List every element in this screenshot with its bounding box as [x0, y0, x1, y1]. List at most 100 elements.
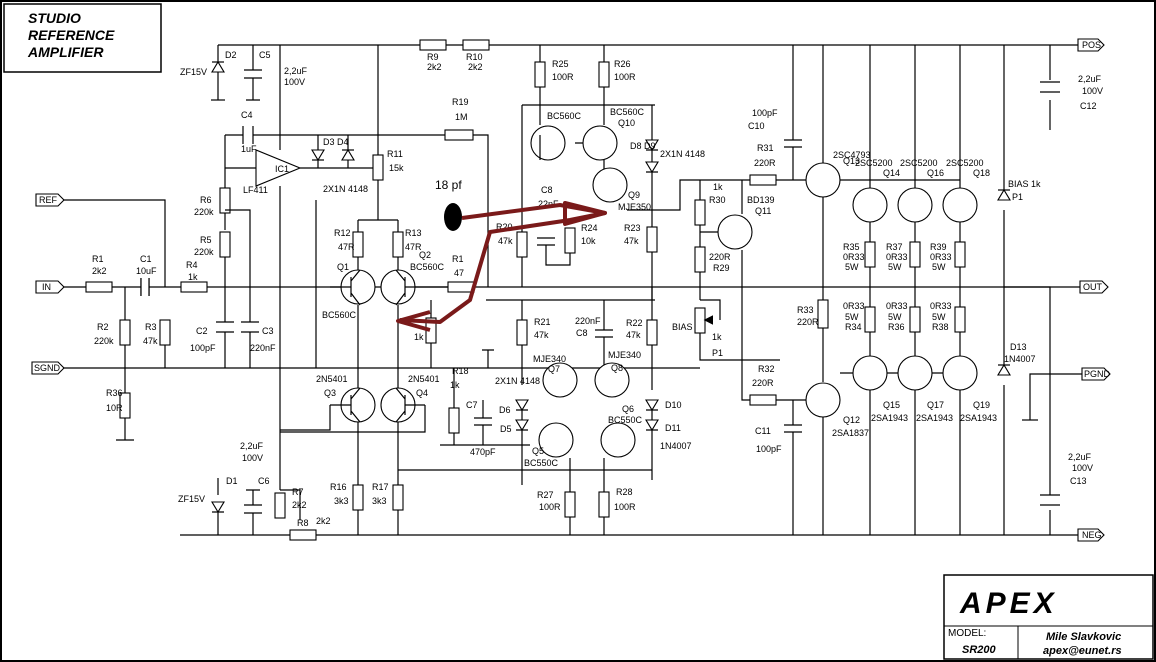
resistor-r8 [289, 529, 317, 541]
svg-text:BC560C: BC560C [410, 262, 445, 272]
svg-text:R4: R4 [186, 260, 198, 270]
author-email: apex@eunet.rs [1043, 645, 1122, 657]
svg-text:Q5: Q5 [532, 446, 544, 456]
svg-text:1k: 1k [713, 182, 723, 192]
resistor-r22 [646, 319, 658, 346]
resistor-r36 [909, 306, 921, 333]
svg-text:1k: 1k [450, 380, 460, 390]
resistor-r32 [749, 394, 777, 406]
resistor-r7 [274, 492, 286, 519]
svg-text:R27: R27 [537, 490, 554, 500]
resistor-r9 [419, 39, 447, 51]
svg-text:5W: 5W [845, 312, 859, 322]
svg-text:C10: C10 [748, 121, 765, 131]
svg-text:C1: C1 [140, 254, 152, 264]
svg-text:2SC5200: 2SC5200 [900, 158, 938, 168]
svg-text:2X1N 4148: 2X1N 4148 [495, 376, 540, 386]
resistor-r33 [817, 299, 829, 329]
resistor-r10 [462, 39, 490, 51]
resistor-r26 [598, 61, 610, 88]
diode-d5 [515, 419, 529, 432]
svg-text:R25: R25 [552, 59, 569, 69]
transistor-q16 [897, 187, 933, 223]
svg-text:2,2uF: 2,2uF [240, 441, 264, 451]
resistor-r1 [85, 281, 113, 293]
svg-text:R36: R36 [106, 388, 123, 398]
svg-text:D8 D9: D8 D9 [630, 141, 656, 151]
svg-text:47k: 47k [626, 330, 641, 340]
svg-text:2SC4793: 2SC4793 [833, 150, 871, 160]
resistor-r29 [694, 246, 706, 273]
resistor-r2 [119, 319, 131, 346]
svg-text:C8: C8 [576, 328, 588, 338]
title-box: STUDIO REFERENCE AMPLIFIER [3, 3, 162, 73]
resistor-r37 [909, 241, 921, 268]
svg-text:2N5401: 2N5401 [316, 374, 348, 384]
svg-text:C12: C12 [1080, 101, 1097, 111]
svg-text:R24: R24 [581, 223, 598, 233]
port-pgnd: PGND [1022, 367, 1111, 421]
svg-text:100pF: 100pF [190, 343, 216, 353]
svg-text:2X1N 4148: 2X1N 4148 [323, 184, 368, 194]
svg-text:100pF: 100pF [756, 444, 782, 454]
capacitor-c4 [242, 126, 254, 144]
resistor-r4 [180, 281, 208, 293]
svg-text:C4: C4 [241, 110, 253, 120]
svg-text:Q3: Q3 [324, 388, 336, 398]
capacitor-c6 [244, 504, 262, 514]
svg-text:R37: R37 [886, 242, 903, 252]
svg-text:C11: C11 [755, 426, 771, 436]
svg-text:0R33: 0R33 [843, 252, 865, 262]
annotation-text: 18 pf [435, 178, 462, 192]
svg-text:MJE340: MJE340 [608, 350, 641, 360]
svg-text:47R: 47R [338, 242, 355, 252]
power-rails [60, 44, 1080, 536]
svg-text:R8: R8 [297, 518, 309, 528]
resistor-r31 [749, 174, 777, 186]
resistor-r35 [864, 241, 876, 268]
svg-text:D11: D11 [665, 423, 681, 433]
resistor-r3 [159, 319, 171, 346]
svg-text:0R33: 0R33 [843, 301, 865, 311]
transistor-q7 [542, 362, 578, 398]
svg-text:2k2: 2k2 [92, 266, 107, 276]
svg-text:R6: R6 [200, 195, 212, 205]
svg-text:R2: R2 [97, 322, 109, 332]
capacitor-c3 [241, 321, 259, 333]
svg-text:R32: R32 [758, 364, 775, 374]
svg-text:5W: 5W [888, 312, 902, 322]
svg-text:R38: R38 [932, 322, 949, 332]
svg-text:15k: 15k [389, 163, 404, 173]
svg-text:470pF: 470pF [470, 447, 496, 457]
svg-text:220R: 220R [797, 317, 819, 327]
svg-text:3k3: 3k3 [372, 496, 387, 506]
svg-text:2SC5200: 2SC5200 [946, 158, 984, 168]
svg-text:220R: 220R [709, 252, 731, 262]
svg-text:47k: 47k [498, 236, 513, 246]
svg-text:2SA1943: 2SA1943 [916, 413, 953, 423]
svg-text:IN: IN [42, 282, 51, 292]
svg-text:2SA1943: 2SA1943 [871, 413, 908, 423]
transistor-q14 [852, 187, 888, 223]
svg-text:Q1: Q1 [337, 262, 349, 272]
svg-text:REF: REF [39, 195, 58, 205]
svg-text:0R33: 0R33 [930, 301, 952, 311]
svg-text:C8: C8 [541, 185, 553, 195]
svg-text:1M: 1M [455, 112, 468, 122]
svg-text:47k: 47k [624, 236, 639, 246]
svg-text:NEG: NEG [1082, 530, 1102, 540]
diode-d12 [997, 363, 1011, 376]
title-line-1: STUDIO [28, 10, 81, 26]
capacitor-c13 [1040, 494, 1060, 506]
bias-driver: 1k R30 220R R29 BD139 Q11 BIAS 1k P1 R31… [627, 45, 871, 535]
svg-text:1N4007: 1N4007 [1004, 354, 1036, 364]
resistor-r20 [516, 231, 528, 258]
resistor-r38 [954, 306, 966, 333]
svg-text:R21: R21 [534, 317, 551, 327]
svg-text:220k: 220k [94, 336, 114, 346]
svg-text:Q4: Q4 [416, 388, 428, 398]
svg-text:Q2: Q2 [419, 250, 431, 260]
svg-text:C5: C5 [259, 50, 271, 60]
svg-text:2k2: 2k2 [316, 516, 331, 526]
svg-text:3k3: 3k3 [334, 496, 349, 506]
